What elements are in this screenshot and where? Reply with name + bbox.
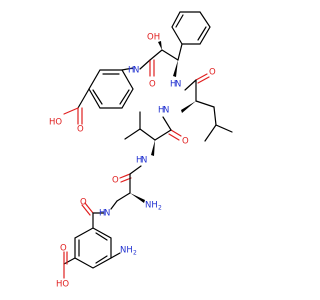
atom-phe-n: N — [175, 80, 181, 90]
leu-nh-to-c — [162, 116, 172, 131]
leu-side-2 — [215, 124, 233, 133]
hydroxy-to-benzyl-c — [161, 49, 179, 61]
top-acid-c-bond — [77, 88, 90, 109]
val-nh-to-c — [129, 165, 142, 175]
val-ca-to-iso — [139, 128, 156, 141]
hydroxy-wedge — [158, 41, 162, 50]
atom-bottom-amine-sub: 2 — [133, 250, 137, 257]
leu-ca-to-side — [195, 100, 215, 108]
phe-nh-to-c — [184, 79, 197, 91]
leu-side-1 — [213, 106, 217, 126]
bottom-ring-to-nh2 — [110, 252, 121, 259]
atom-top-acid-o: O — [77, 125, 84, 135]
phenyl-double-2 — [197, 26, 207, 41]
phenyl-ring — [171, 11, 211, 45]
c-hydroxy-bond — [149, 49, 163, 61]
atom-phe-h: H — [170, 80, 176, 90]
leu-side-3 — [204, 124, 217, 142]
atom-bottom-amine-nh: NH — [120, 246, 133, 256]
top-ring-double-3 — [92, 89, 103, 105]
atom-val-o: O — [182, 137, 189, 147]
top-ring-double-2 — [119, 89, 130, 105]
atom-benzamide-o: O — [80, 198, 87, 208]
atom-top-acid-ho: HO — [49, 118, 62, 128]
leu-co-1 — [195, 73, 208, 81]
atom-dap-h: H — [99, 209, 105, 219]
dap-ca-to-ch2 — [116, 192, 131, 202]
benzamide-co-1 — [84, 202, 94, 214]
benzamide-co-2 — [81, 204, 91, 216]
atom-hydroxy-oh: OH — [147, 33, 160, 43]
bottom-ring-to-acid-c — [63, 257, 76, 265]
dap-co-2 — [120, 177, 132, 183]
atom-bottom-acid-o: O — [60, 244, 67, 254]
atom-labels: HO O N H OH O N H O N H O N H NH 2 O N H… — [49, 33, 216, 290]
phe-nh-wedge — [173, 60, 178, 77]
atom-anilide-n: N — [133, 66, 139, 76]
bottom-ring-double-2 — [95, 255, 108, 264]
anilide-nh-c — [139, 59, 151, 70]
val-iso-1 — [124, 128, 141, 140]
atom-dap-o: O — [112, 176, 119, 186]
dap-amine-wedge — [130, 193, 145, 203]
val-co-1 — [170, 129, 182, 137]
top-ring-to-nh — [121, 67, 134, 71]
top-acid-oh — [63, 107, 79, 115]
atom-val-n: N — [141, 156, 147, 166]
val-nh-wedge — [151, 140, 155, 156]
val-c-to-ca — [154, 129, 172, 141]
leu-nh-wedge — [181, 101, 196, 113]
atom-val-h: H — [136, 156, 142, 166]
val-co-2 — [168, 133, 180, 141]
bottom-benzene-ring — [74, 227, 112, 269]
dap-ch2-to-n — [110, 200, 118, 210]
leu-co-2 — [197, 76, 210, 84]
atom-leu-n: N — [163, 106, 169, 116]
chemical-structure: HO O N H OH O N H O N H O N H NH 2 O N H… — [49, 11, 233, 290]
bonds — [63, 11, 233, 279]
atom-amine-nh: NH — [145, 201, 158, 211]
atom-bottom-acid-ho: HO — [56, 280, 69, 290]
dap-co-1 — [119, 173, 131, 179]
bottom-ring-double-1 — [95, 232, 108, 241]
benzyl-ch2 — [177, 43, 183, 61]
atom-leu-h: H — [158, 106, 164, 116]
phenyl-double-1 — [175, 14, 184, 28]
top-benzene-ring — [88, 69, 134, 109]
atom-amide1-o: O — [149, 80, 156, 90]
atom-amine-sub: 2 — [158, 205, 162, 212]
atom-dap-n: N — [104, 209, 110, 219]
atom-anilide-h: H — [128, 66, 134, 76]
atom-leu-o: O — [209, 68, 216, 78]
